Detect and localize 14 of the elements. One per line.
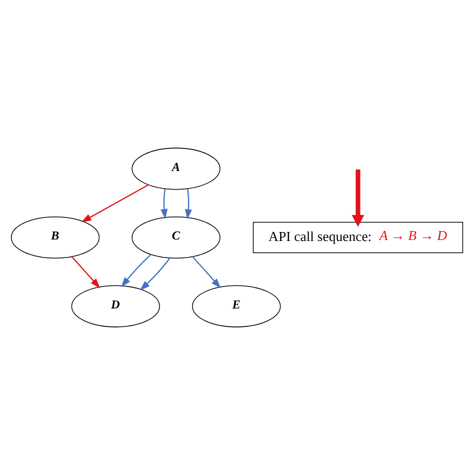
arrow: [81, 184, 149, 222]
arrow: [160, 188, 168, 219]
node-ellipse: D: [71, 284, 160, 327]
arrow: [352, 169, 364, 226]
arrow: [140, 257, 170, 290]
arrow: [184, 188, 192, 219]
node-box: API call sequence: A → B → D: [252, 221, 464, 253]
arrow: [71, 256, 100, 288]
arrow: [192, 256, 221, 288]
node-ellipse: C: [132, 216, 220, 258]
node-ellipse: E: [192, 284, 281, 327]
node-ellipse: A: [132, 147, 220, 190]
node-ellipse: B: [10, 216, 100, 258]
arrow: [121, 254, 152, 287]
